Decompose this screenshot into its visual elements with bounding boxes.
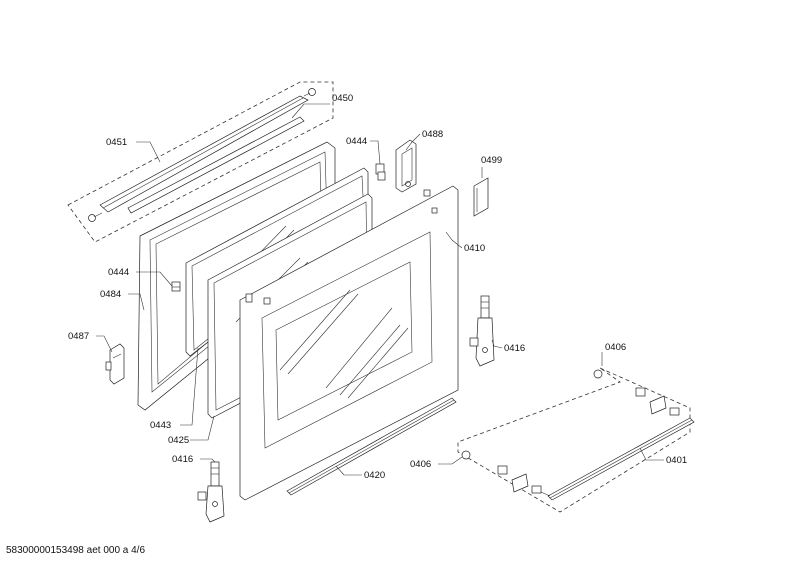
- part-label-0416-lower: 0416: [172, 454, 193, 465]
- part-label-0420: 0420: [364, 470, 385, 481]
- part-label-0416-right: 0416: [504, 343, 525, 354]
- hinge-0416-right: [469, 295, 495, 367]
- part-label-0499: 0499: [481, 155, 502, 166]
- part-label-0444-lower: 0444: [108, 267, 129, 278]
- part-label-0444-upper: 0444: [346, 136, 367, 147]
- part-label-0443: 0443: [150, 420, 171, 431]
- front-door-glass: [239, 185, 459, 501]
- leader-lines: [96, 103, 664, 476]
- hinge-bracket-0488: [395, 139, 417, 193]
- hinge-0416-lower: [197, 461, 225, 523]
- part-label-0401: 0401: [666, 455, 687, 466]
- handle-group: [457, 367, 695, 513]
- part-label-0425: 0425: [168, 435, 189, 446]
- seal-piece-0499: [473, 177, 489, 217]
- clip-0444-lower: [171, 281, 181, 292]
- part-labels: 0450 0451 0444 0488 0499 0410 0444 0484 …: [68, 93, 687, 481]
- clip-0444-upper: [375, 163, 386, 181]
- part-label-0450: 0450: [332, 93, 353, 104]
- left-bracket-0487: [105, 343, 125, 385]
- part-label-0488: 0488: [422, 129, 443, 140]
- document-id: 58300000153498 aet 000 a 4/6: [6, 545, 145, 556]
- part-label-0406-lower: 0406: [410, 459, 431, 470]
- bottom-seal-strip: [286, 397, 457, 496]
- part-label-0484: 0484: [100, 289, 121, 300]
- part-label-0410: 0410: [464, 243, 485, 254]
- part-label-0451: 0451: [106, 137, 127, 148]
- top-trim-group: [67, 81, 334, 243]
- part-label-0406-upper: 0406: [605, 342, 626, 353]
- part-label-0487: 0487: [68, 331, 89, 342]
